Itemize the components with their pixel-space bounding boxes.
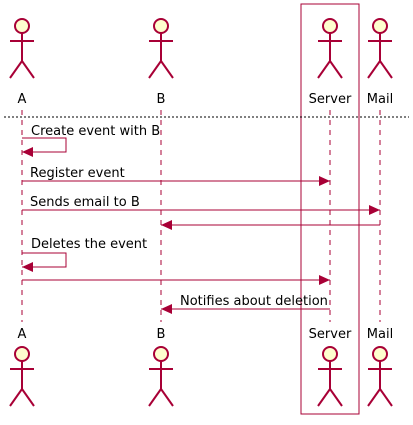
actor-server-top: Server bbox=[309, 18, 352, 107]
message-4 bbox=[161, 220, 380, 230]
actor-a-top-label: A bbox=[18, 92, 27, 107]
message-1-label: Create event with B bbox=[31, 124, 160, 139]
message-6-arrowhead bbox=[319, 275, 330, 285]
message-5: Deletes the event bbox=[22, 237, 147, 272]
actor-server-top-label: Server bbox=[309, 92, 352, 107]
actor-b-top: B bbox=[148, 18, 174, 107]
actor-a-bottom-icon bbox=[9, 346, 35, 407]
actor-mail-bottom-label: Mail bbox=[367, 327, 393, 342]
actor-server-top-icon bbox=[317, 18, 343, 79]
message-2: Register event bbox=[22, 166, 330, 186]
actor-mail-top-icon bbox=[367, 18, 393, 79]
actor-server-bottom-icon bbox=[317, 346, 343, 407]
message-5-arrow bbox=[22, 252, 67, 268]
message-3: Sends email to B bbox=[22, 195, 380, 215]
message-1-arrow bbox=[22, 137, 67, 153]
message-3-arrowhead bbox=[369, 205, 380, 215]
actor-b-top-icon bbox=[148, 18, 174, 79]
actor-a-top: A bbox=[9, 18, 35, 107]
actor-mail-bottom-icon bbox=[367, 346, 393, 407]
message-2-label: Register event bbox=[30, 166, 125, 181]
message-4-arrowhead bbox=[161, 220, 172, 230]
message-5-arrowhead bbox=[22, 262, 33, 272]
message-7: Notifies about deletion bbox=[161, 294, 330, 314]
message-6 bbox=[22, 275, 330, 285]
actor-server-bottom-label: Server bbox=[309, 327, 352, 342]
actor-b-bottom-icon bbox=[148, 346, 174, 407]
lifelines bbox=[21, 110, 381, 322]
message-1: Create event with B bbox=[22, 124, 160, 157]
actor-a-top-icon bbox=[9, 18, 35, 79]
message-2-arrowhead bbox=[319, 176, 330, 186]
message-7-label: Notifies about deletion bbox=[180, 294, 328, 309]
actor-b-bottom-label: B bbox=[157, 327, 166, 342]
message-3-label: Sends email to B bbox=[30, 195, 140, 210]
message-7-arrowhead bbox=[161, 304, 172, 314]
actor-mail-top-label: Mail bbox=[367, 92, 393, 107]
actor-mail-top: Mail bbox=[367, 18, 393, 107]
actor-a-bottom-label: A bbox=[18, 327, 27, 342]
message-5-label: Deletes the event bbox=[31, 237, 147, 252]
server-highlight-box bbox=[300, 3, 360, 415]
actor-b-top-label: B bbox=[157, 92, 166, 107]
message-1-arrowhead bbox=[22, 147, 33, 157]
